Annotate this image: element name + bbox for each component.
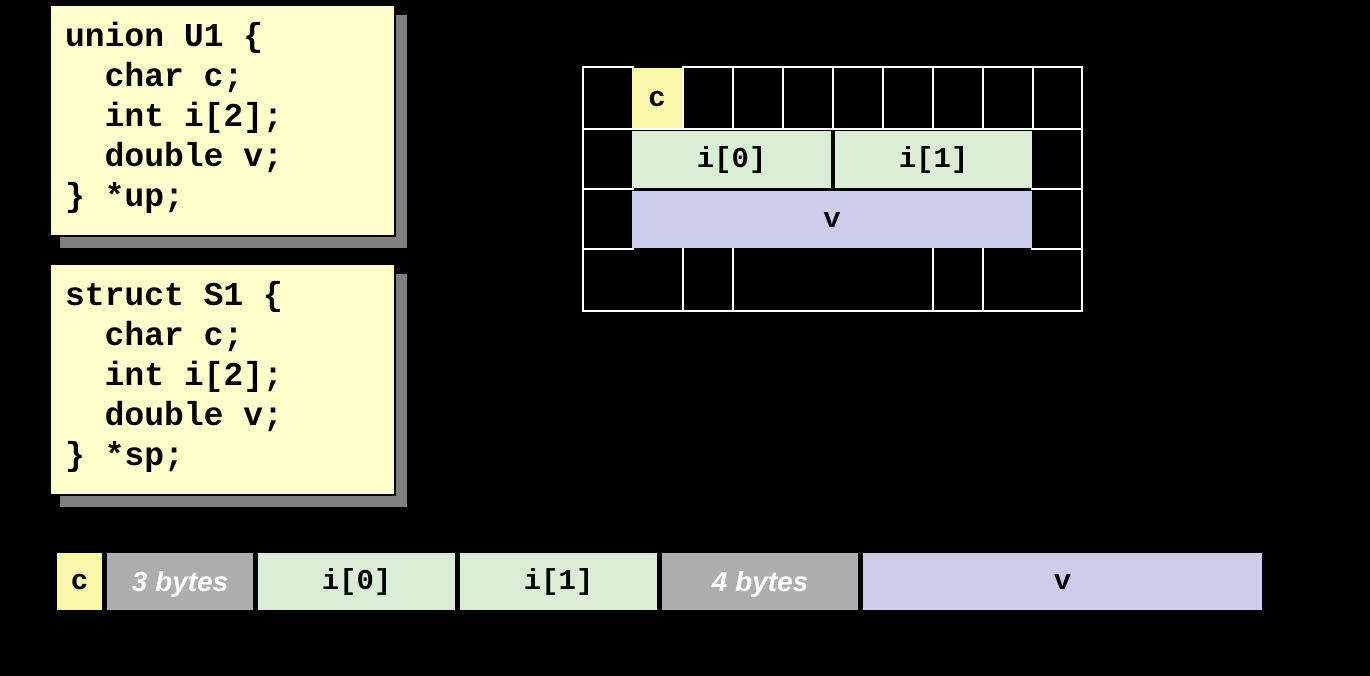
code-line: } *up; [65,179,184,216]
grid-line [932,66,934,130]
union-cell-i1: i[1] [835,131,1032,188]
code-line: char c; [65,318,244,355]
struct-segment-v: v [863,553,1262,610]
code-line: double v; [65,139,283,176]
union-memory-diagram: c i[0] i[1] v [582,66,1083,312]
grid-line [582,248,634,250]
code-line: int i[2]; [65,358,283,395]
struct-code-box: struct S1 { char c; int i[2]; double v; … [49,263,396,496]
code-line: union U1 { [65,19,264,56]
grid-line [1031,188,1083,190]
grid-line [782,66,784,130]
code-line: int i[2]; [65,99,283,136]
grid-line [932,248,934,312]
union-cell-i0: i[0] [632,131,831,188]
grid-line [732,248,734,312]
struct-segment-pad4: 4 bytes [662,553,858,610]
grid-line [982,66,984,130]
struct-memory-layout: c 3 bytes i[0] i[1] 4 bytes v [57,553,1262,610]
grid-line [582,66,584,312]
grid-line [1031,248,1083,250]
grid-line [982,248,984,312]
code-line: struct S1 { [65,278,283,315]
union-code-box: union U1 { char c; int i[2]; double v; }… [49,4,396,237]
grid-line [1081,66,1083,312]
grid-line [832,66,834,130]
struct-segment-pad3: 3 bytes [107,553,253,610]
union-cell-c: c [632,68,682,128]
grid-line [582,66,634,68]
struct-segment-c: c [57,553,102,610]
grid-line [682,66,684,130]
struct-segment-i0: i[0] [258,553,455,610]
grid-line [682,248,684,312]
grid-line [582,310,1083,312]
union-cell-v: v [632,191,1032,248]
struct-segment-i1: i[1] [460,553,657,610]
grid-line [732,66,734,130]
grid-line [882,66,884,130]
code-line: } *sp; [65,438,184,475]
code-line: double v; [65,398,283,435]
grid-line [582,188,634,190]
grid-line [1032,66,1034,130]
code-line: char c; [65,59,244,96]
